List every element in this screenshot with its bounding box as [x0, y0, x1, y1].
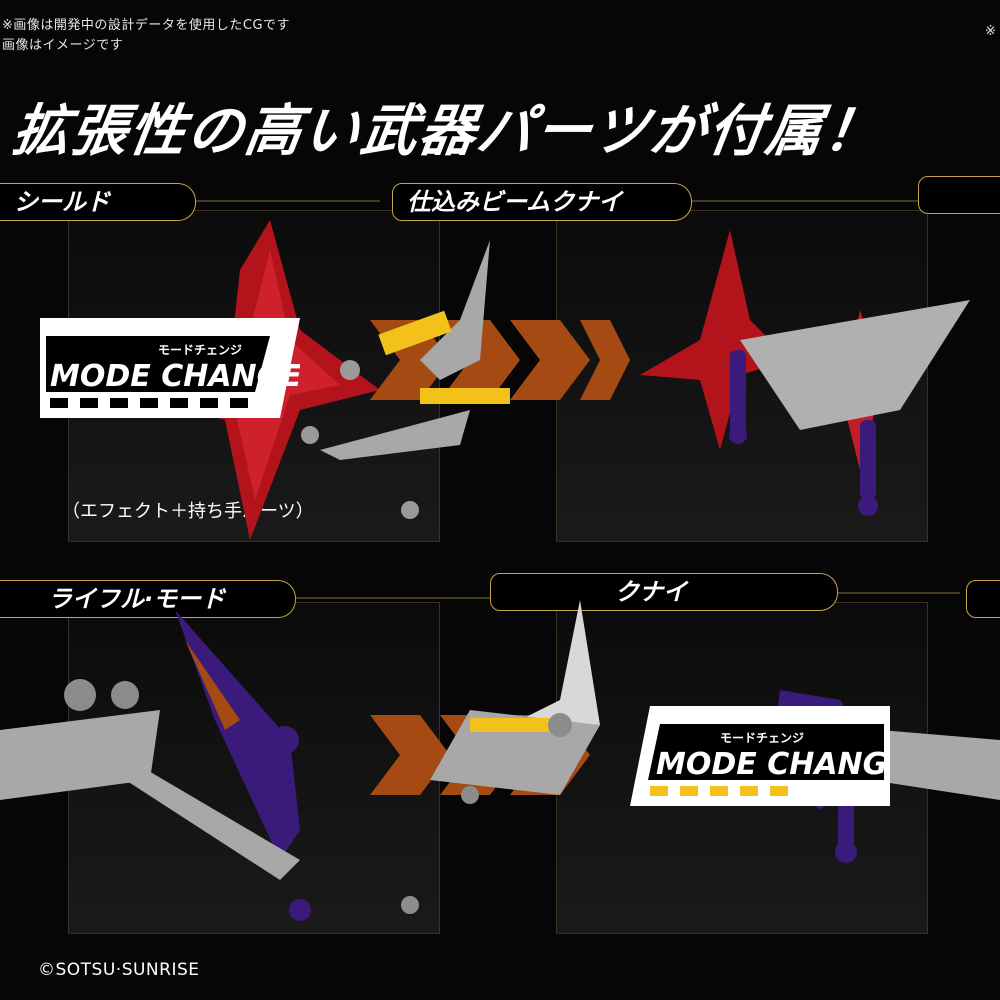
label-shield: シールド — [0, 183, 196, 221]
label-right-offscreen-2 — [966, 580, 1000, 618]
mode-change-bottom-small: モードチェンジ — [720, 731, 804, 745]
copyright: ©SOTSU·SUNRISE — [38, 960, 200, 980]
beam-kunai-blade-icon — [301, 240, 510, 519]
label-beam-kunai: 仕込みビームクナイ — [392, 183, 692, 221]
mode-change-top-big: MODE CHANGE — [50, 359, 300, 394]
label-rifle-mode: ライフル·モード — [0, 580, 296, 618]
disclaimer-line-2: 画像はイメージです — [2, 38, 124, 53]
mode-change-top-small: モードチェンジ — [158, 343, 242, 357]
mode-change-bottom-big: MODE CHANGE — [656, 747, 890, 782]
beam-kunai-grip-icon — [729, 350, 878, 516]
rifle-body-icon — [0, 610, 311, 921]
disclaimer-line-1: ※画像は開発中の設計データを使用したCGです — [2, 18, 291, 33]
disclaimer-mark-right: ※ — [985, 24, 997, 39]
mode-change-badge-bottom: モードチェンジ MODE CHANGE — [630, 706, 890, 806]
kunai-blade-icon — [401, 600, 600, 914]
label-right-offscreen — [918, 176, 1000, 214]
mode-change-badge-top: モードチェンジ MODE CHANGE — [40, 318, 300, 418]
label-kunai: クナイ — [490, 573, 838, 611]
beam-kunai-red-effect-icon — [640, 230, 970, 470]
